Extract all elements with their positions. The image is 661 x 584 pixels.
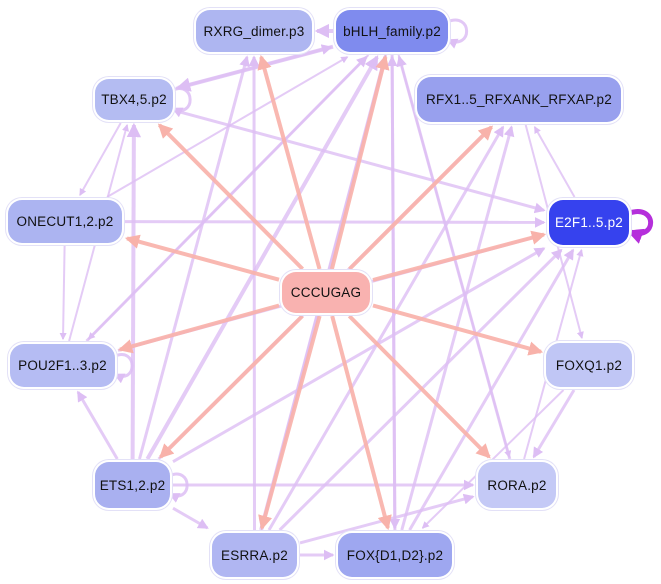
edge-onecut-to-pou2f <box>59 245 67 341</box>
pink-edge-group <box>117 54 547 531</box>
node-label-foxq1: FOXQ1.p2 <box>555 357 623 373</box>
edge-ets-to-e2f <box>172 247 546 464</box>
node-bhlh[interactable]: bHLH_family.p2 <box>336 10 448 52</box>
node-label-fox: FOX{D1,D2}.p2 <box>346 547 444 563</box>
node-e2f[interactable]: E2F1..5.p2 <box>549 200 629 245</box>
edge-onecut-to-e2f <box>124 216 546 228</box>
edge-ets-to-pou2f <box>76 390 119 460</box>
node-cccugag[interactable]: CCCUGAG <box>282 272 370 313</box>
edge-ets-to-tbx <box>126 122 142 460</box>
node-label-e2f: E2F1..5.p2 <box>554 215 624 230</box>
edge-cccugag-to-rxrg <box>257 54 322 270</box>
edge-cccugag-to-tbx <box>157 123 305 271</box>
node-rfx[interactable]: RFX1..5_RFXANK_RFXAP.p2 <box>417 77 621 122</box>
edge-e2f-to-rfx <box>533 126 576 198</box>
edge-cccugag-to-rfx <box>348 125 494 271</box>
self-loop-e2f <box>626 209 653 244</box>
edge-esrra-to-rfx <box>267 125 505 531</box>
node-label-rora: RORA.p2 <box>487 477 547 493</box>
edge-cccugag-to-foxq1 <box>372 303 544 356</box>
node-label-rfx: RFX1..5_RFXANK_RFXAP.p2 <box>426 92 612 107</box>
self-loop-pou2f <box>113 353 134 384</box>
node-label-pou2f: POU2F1..3.p2 <box>18 358 107 373</box>
edge-bhlh-to-tbx <box>175 44 334 92</box>
node-ets[interactable]: ETS1,2.p2 <box>95 462 170 508</box>
node-tbx[interactable]: TBX4,5.p2 <box>95 79 173 120</box>
node-label-bhlh: bHLH_family.p2 <box>343 23 441 39</box>
edge-cccugag-to-fox <box>330 315 392 531</box>
edge-ets-to-esrra <box>172 506 209 530</box>
node-label-onecut: ONECUT1,2.p2 <box>16 214 114 229</box>
node-label-rxrg: RXRG_dimer.p3 <box>203 23 305 39</box>
node-esrra[interactable]: ESRRA.p2 <box>212 533 297 577</box>
node-pou2f[interactable]: POU2F1..3.p2 <box>10 344 115 387</box>
node-label-ets: ETS1,2.p2 <box>99 477 166 493</box>
node-fox[interactable]: FOX{D1,D2}.p2 <box>338 533 452 577</box>
edge-esrra-to-rxrg <box>248 55 260 531</box>
edge-cccugag-to-e2f <box>372 230 547 282</box>
edge-bhlh-to-fox <box>389 54 401 530</box>
node-foxq1[interactable]: FOXQ1.p2 <box>546 343 632 387</box>
node-label-tbx: TBX4,5.p2 <box>101 92 167 107</box>
edge-cccugag-to-bhlh <box>329 54 390 270</box>
edge-foxq1-to-rora <box>532 389 576 459</box>
self-loop-tbx <box>171 87 192 118</box>
node-onecut[interactable]: ONECUT1,2.p2 <box>8 200 122 243</box>
edge-cccugag-to-pou2f <box>117 303 280 354</box>
self-loop-group <box>113 18 653 503</box>
edge-ets-to-bhlh <box>145 55 379 460</box>
edge-cccugag-to-rora <box>347 314 491 459</box>
node-rora[interactable]: RORA.p2 <box>478 462 556 508</box>
edge-cccugag-to-onecut <box>124 234 280 282</box>
self-loop-bhlh <box>446 18 469 49</box>
edge-cccugag-to-esrra <box>258 315 322 531</box>
self-loop-ets <box>168 472 189 503</box>
edge-tbx-to-onecut <box>79 122 122 196</box>
node-label-esrra: ESRRA.p2 <box>221 547 288 563</box>
node-label-cccugag: CCCUGAG <box>290 285 362 300</box>
edge-cccugag-to-ets <box>159 314 304 459</box>
node-rxrg[interactable]: RXRG_dimer.p3 <box>196 10 312 52</box>
edge-bhlh-to-rora <box>397 54 512 459</box>
